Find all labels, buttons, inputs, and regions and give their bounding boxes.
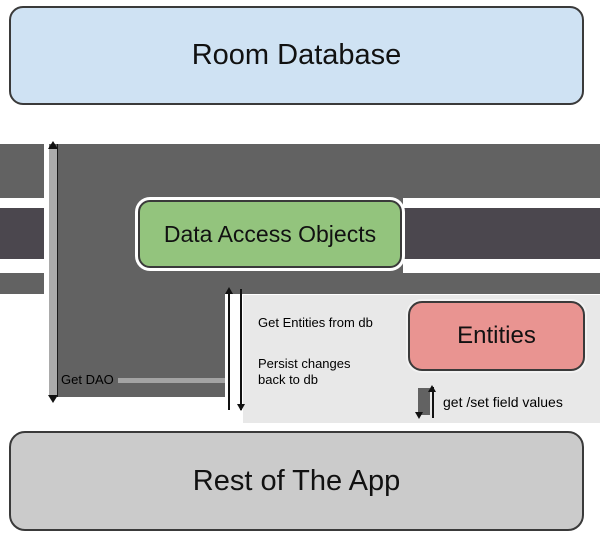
get-set-arrow-line [432,387,434,418]
get-set-arrow-bar [418,388,430,415]
node-entities-label: Entities [457,322,536,349]
node-rest-of-the-app: Rest of The App [9,431,584,531]
get-dao-down-arrowhead-icon [48,395,58,403]
node-rest-of-the-app-label: Rest of The App [192,464,401,497]
dao-entities-down-arrow-line [240,289,242,410]
node-data-access-objects-label: Data Access Objects [163,220,377,247]
node-entities: Entities [408,301,585,371]
dao-entities-down-arrowhead-icon [237,404,245,411]
node-data-access-objects: Data Access Objects [138,200,402,268]
dao-entities-up-arrow-line [228,289,230,410]
get-set-up-arrowhead-icon [428,385,436,392]
get-dao-arrow-shaft [49,147,57,395]
block-arrow-left-edge-line [57,144,58,397]
get-dao-up-arrowhead-icon [48,141,58,149]
node-room-database-label: Room Database [191,39,402,71]
node-room-database: Room Database [9,6,584,105]
dao-entities-up-arrowhead-icon [225,287,233,294]
shaft-white-gap [44,144,49,402]
edge-label-persist-changes: Persist changes back to db [258,356,351,387]
edge-label-get-entities: Get Entities from db [258,315,373,330]
get-dao-label-line [118,378,225,383]
get-set-down-arrowhead-icon [415,412,423,419]
edge-label-get-dao: Get DAO [61,372,114,387]
edge-label-get-set-field-values: get /set field values [443,394,563,410]
